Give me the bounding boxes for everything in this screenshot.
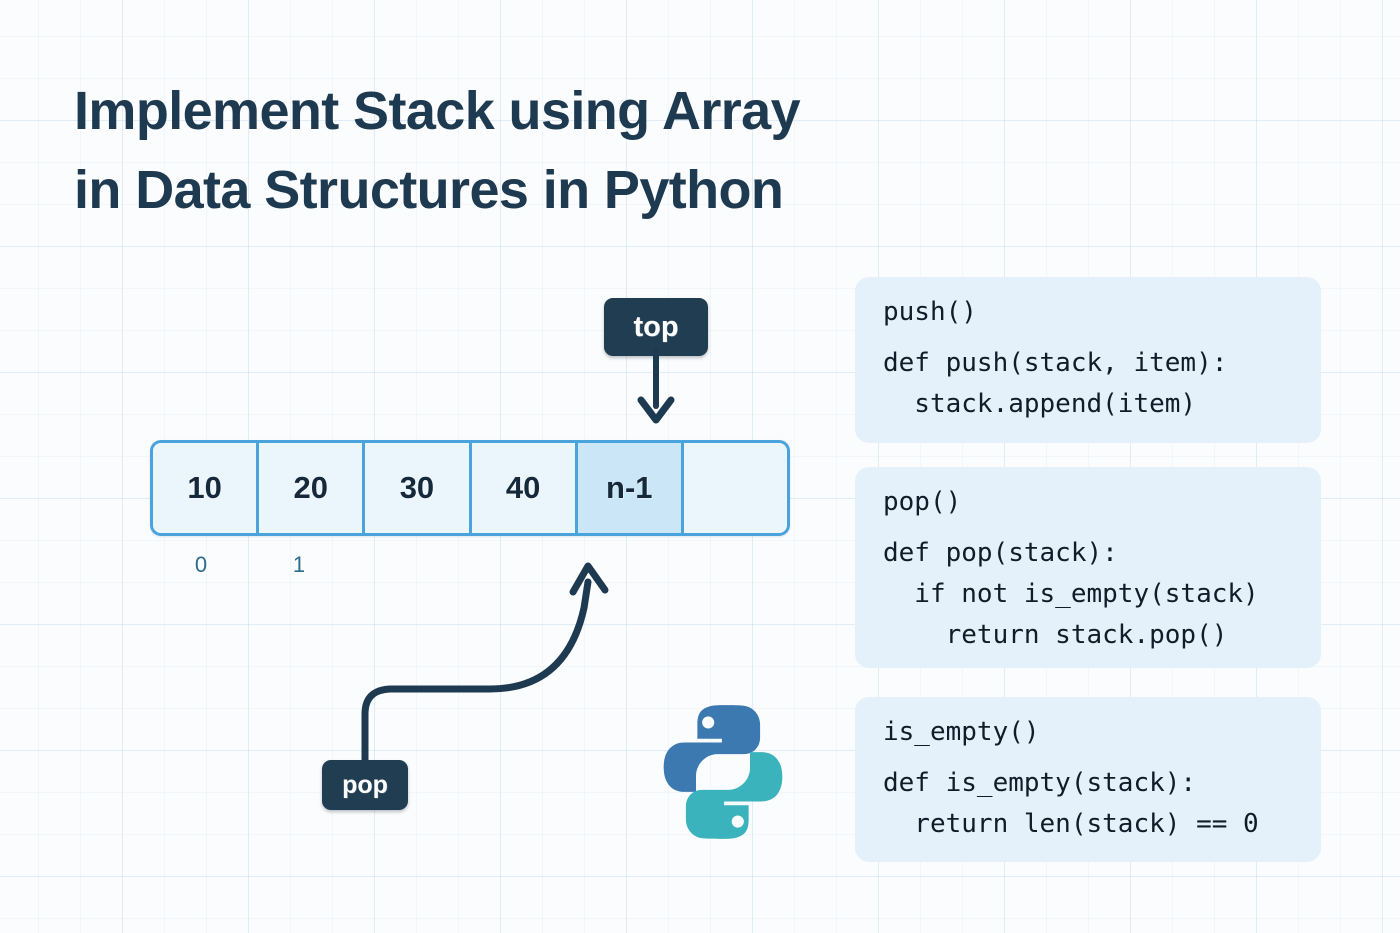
code-line: def push(stack, item): bbox=[883, 348, 1228, 378]
page-title-line-2: in Data Structures in Python bbox=[74, 159, 784, 220]
code-card-pop: pop() def pop(stack): if not is_empty(st… bbox=[855, 467, 1321, 668]
pop-pointer-badge: pop bbox=[322, 760, 408, 810]
stack-array: 10 20 30 40 n-1 bbox=[150, 440, 790, 536]
array-index-label: 1 bbox=[292, 552, 306, 577]
code-line: if not is_empty(stack) bbox=[883, 579, 1259, 610]
array-index-label: 0 bbox=[194, 552, 208, 577]
code-card-is-empty: is_empty() def is_empty(stack): return l… bbox=[855, 697, 1321, 862]
code-line: return len(stack) == 0 bbox=[883, 809, 1259, 840]
python-logo-icon bbox=[663, 705, 783, 839]
pop-pointer-arrow-icon bbox=[361, 562, 609, 765]
top-pointer-badge: top bbox=[604, 298, 708, 356]
code-line: def pop(stack): bbox=[883, 538, 1118, 568]
page-title-line-1: Implement Stack using Array bbox=[74, 81, 801, 141]
array-cell[interactable]: 40 bbox=[471, 443, 578, 533]
top-pointer-group: top bbox=[604, 298, 754, 430]
array-cell[interactable]: 30 bbox=[365, 443, 472, 533]
code-line: stack.append(item) bbox=[883, 389, 1197, 420]
array-cell-top[interactable]: n-1 bbox=[577, 443, 684, 533]
code-card-title: is_empty() bbox=[883, 717, 1040, 747]
array-cell[interactable]: 20 bbox=[259, 443, 366, 533]
code-line: return stack.pop() bbox=[883, 620, 1228, 651]
code-line: def is_empty(stack): bbox=[883, 768, 1197, 798]
page-title: Implement Stack using Array in Data Stru… bbox=[74, 72, 834, 230]
pop-pointer-group: pop bbox=[318, 556, 628, 818]
array-cell[interactable]: 10 bbox=[153, 443, 260, 533]
top-pointer-arrow-icon bbox=[637, 348, 675, 424]
array-cell-empty[interactable] bbox=[683, 443, 787, 533]
code-card-push: push() def push(stack, item): stack.appe… bbox=[855, 277, 1321, 443]
code-card-title: push() bbox=[883, 297, 977, 327]
code-card-title: pop() bbox=[883, 487, 962, 517]
